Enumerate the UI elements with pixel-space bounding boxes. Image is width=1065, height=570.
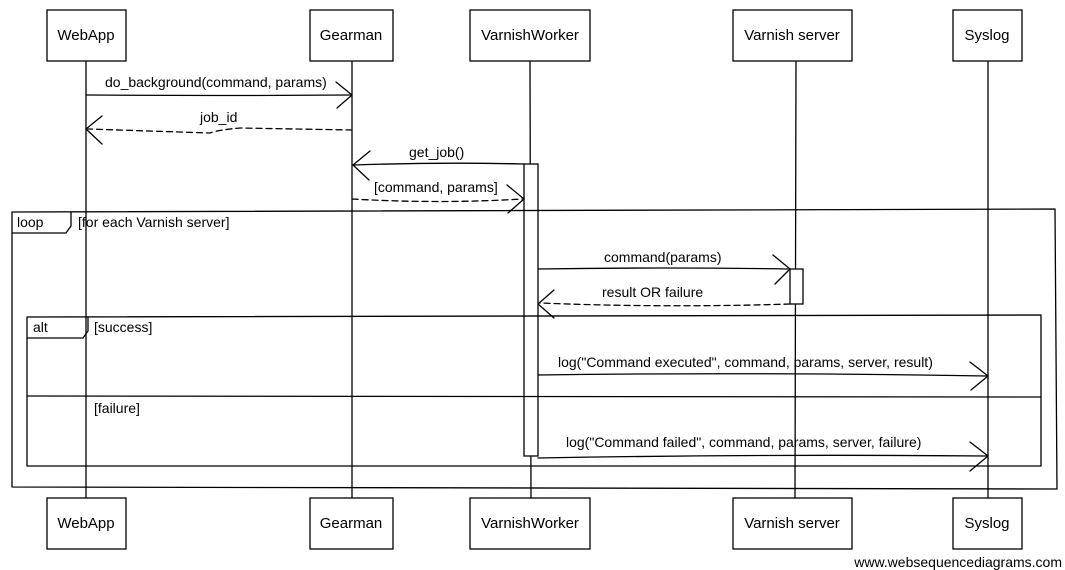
message-arrow-6 xyxy=(539,302,791,307)
message-arrow-5 xyxy=(537,267,789,270)
message-arrow-3 xyxy=(353,162,525,166)
actor-box-varnishworker-bottom xyxy=(469,497,591,550)
actor-label-varnishworker-bottom: VarnishWorker xyxy=(481,515,579,532)
watermark-text[interactable]: www.websequencediagrams.com xyxy=(853,554,1062,570)
message-label-6: result OR failure xyxy=(602,284,703,300)
message-label-4: [command, params] xyxy=(374,179,498,195)
actor-label-syslog-top: Syslog xyxy=(964,27,1009,44)
message-arrow-4 xyxy=(351,198,523,203)
message-label-8: log("Command failed", command, params, s… xyxy=(566,434,921,450)
actor-box-varnishworker-top xyxy=(469,9,591,62)
message-arrow-8 xyxy=(537,454,987,459)
actors-bottom: WebApp Gearman VarnishWorker Varnish ser… xyxy=(46,497,1023,550)
actor-box-gearman-bottom xyxy=(309,497,394,550)
messages: do_background(command, params) job_id ge… xyxy=(85,74,989,472)
message-arrow-1 xyxy=(85,94,351,97)
actor-label-varnishworker-top: VarnishWorker xyxy=(481,27,579,44)
message-label-5: command(params) xyxy=(604,249,721,265)
alt-tag: alt xyxy=(33,319,48,335)
activation-varnishworker xyxy=(523,163,539,457)
message-label-2: job_id xyxy=(199,109,237,125)
loop-guard: [for each Varnish server] xyxy=(78,214,229,230)
actor-box-syslog-bottom xyxy=(952,497,1023,550)
actor-box-webapp-bottom xyxy=(46,497,127,550)
actor-box-varnish-server-bottom xyxy=(732,497,853,550)
message-label-1: do_background(command, params) xyxy=(105,74,327,90)
actor-label-gearman-bottom: Gearman xyxy=(320,515,383,532)
actor-label-webapp-top: WebApp xyxy=(57,27,114,44)
alt-guard-failure: [failure] xyxy=(94,400,140,416)
actor-box-syslog-top xyxy=(952,9,1023,62)
actor-box-gearman-top xyxy=(309,9,394,62)
message-arrow-2 xyxy=(87,127,353,134)
message-arrow-7 xyxy=(537,373,987,377)
actor-label-varnish-server-top: Varnish server xyxy=(744,27,840,44)
loop-frame: loop [for each Varnish server] xyxy=(11,208,1058,490)
alt-guard-success: [success] xyxy=(94,319,152,335)
actor-label-varnish-server-bottom: Varnish server xyxy=(744,515,840,532)
message-label-3: get_job() xyxy=(409,144,464,160)
actors-top: WebApp Gearman VarnishWorker Varnish ser… xyxy=(46,9,1023,62)
actor-label-gearman-top: Gearman xyxy=(320,27,383,44)
message-label-7: log("Command executed", command, params,… xyxy=(558,354,933,370)
activation-varnish-server xyxy=(789,268,804,305)
actor-label-webapp-bottom: WebApp xyxy=(57,515,114,532)
actor-label-syslog-bottom: Syslog xyxy=(964,515,1009,532)
actor-box-varnish-server-top xyxy=(732,9,853,62)
actor-box-webapp-top xyxy=(46,9,127,62)
alt-frame: alt [success] [failure] xyxy=(26,314,1042,467)
loop-tag: loop xyxy=(17,214,44,230)
